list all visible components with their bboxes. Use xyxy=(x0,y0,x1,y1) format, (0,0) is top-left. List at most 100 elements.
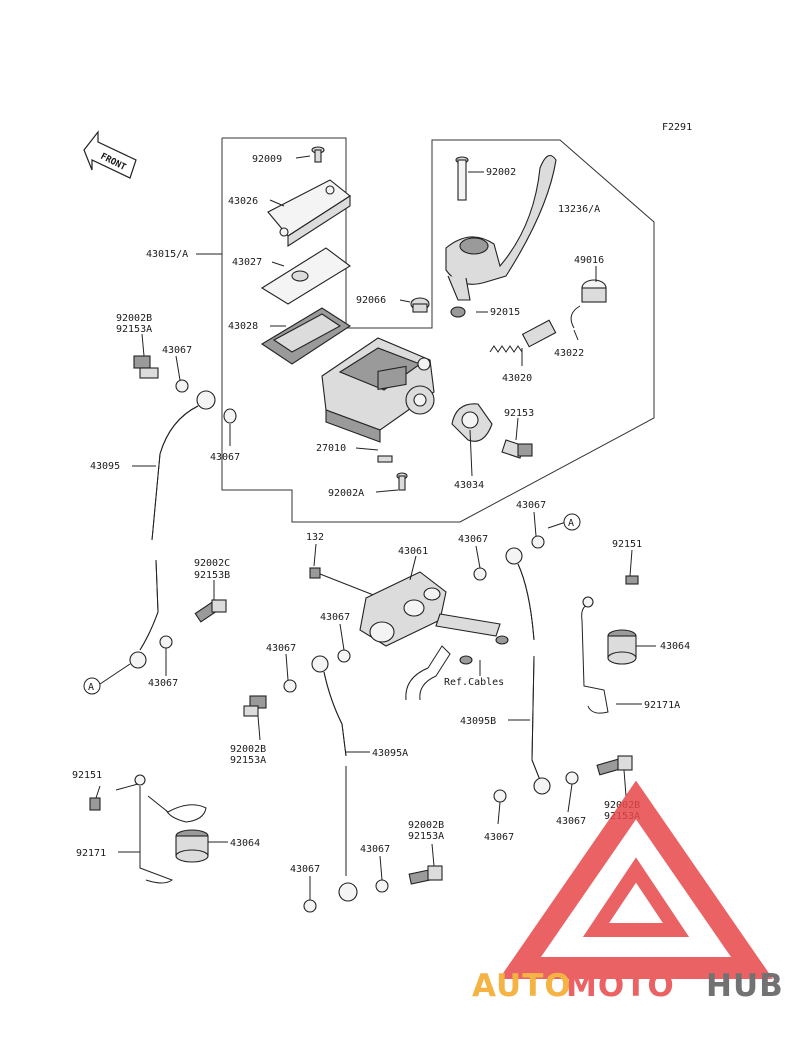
banjo-bolt-right xyxy=(596,755,633,776)
label-92066: 92066 xyxy=(356,295,386,306)
label-92151-right: 92151 xyxy=(612,539,642,550)
label-132: 132 xyxy=(306,532,324,543)
label-43067-4: 43067 xyxy=(320,612,350,623)
label-43015a: 43015/A xyxy=(146,249,188,260)
label-43067-7: 43067 xyxy=(484,832,514,843)
washer-left-2 xyxy=(223,408,237,424)
label-13236a: 13236/A xyxy=(558,204,600,215)
brake-hose-43095 xyxy=(129,390,216,669)
washer-right-2 xyxy=(565,771,579,785)
label-92002b-2: 92002B xyxy=(230,744,266,755)
figure-code: F2291 xyxy=(662,122,692,133)
reservoir-diaphragm xyxy=(260,307,352,365)
label-92153a-3: 92153A xyxy=(408,831,444,842)
label-92015: 92015 xyxy=(490,307,520,318)
clamp-43034 xyxy=(451,403,493,442)
label-43061: 43061 xyxy=(398,546,428,557)
hose-joint-43061 xyxy=(359,571,509,665)
banjo-bolt-left-top xyxy=(133,355,159,379)
label-92153a-1: 92153A xyxy=(116,324,152,335)
automotohub-watermark: AUTO MOTO HUB xyxy=(472,780,784,1004)
washer-right-1 xyxy=(493,789,507,803)
dust-boot-49016 xyxy=(581,279,607,303)
reservoir-cap xyxy=(267,179,351,248)
label-43067-3: 43067 xyxy=(148,678,178,689)
hose-clamp-92171a xyxy=(581,596,609,714)
label-43067-5: 43067 xyxy=(266,643,296,654)
banjo-bolt-92002c xyxy=(194,599,227,623)
brake-hose-43095b xyxy=(505,547,551,795)
label-43026: 43026 xyxy=(228,196,258,207)
washer-center-4 xyxy=(283,679,297,693)
label-43067-right-2: 43067 xyxy=(556,816,586,827)
label-92002b-1: 92002B xyxy=(116,313,152,324)
label-92002b-3: 92002B xyxy=(408,820,444,831)
label-92009: 92009 xyxy=(252,154,282,165)
watermark-moto: MOTO xyxy=(566,968,675,1004)
label-43067-8: 43067 xyxy=(360,844,390,855)
washer-left-3 xyxy=(159,635,173,649)
label-43067-1: 43067 xyxy=(162,345,192,356)
bolt-92151-right xyxy=(625,575,639,585)
ref-circle-a-left: A xyxy=(83,663,131,695)
label-43034: 43034 xyxy=(454,480,484,491)
watermark-inner-triangle-icon xyxy=(582,857,690,937)
label-43067-2: 43067 xyxy=(210,452,240,463)
label-27010: 27010 xyxy=(316,443,346,454)
label-92153b: 92153B xyxy=(194,570,230,581)
label-92151-left: 92151 xyxy=(72,770,102,781)
label-43027: 43027 xyxy=(232,257,262,268)
watermark-triangle-icon xyxy=(499,780,773,979)
brake-switch-27010 xyxy=(377,365,407,463)
label-43064-right: 43064 xyxy=(660,641,690,652)
grommet-43064-right xyxy=(607,629,637,665)
grommet-92066 xyxy=(410,297,430,313)
label-43064-left: 43064 xyxy=(230,838,260,849)
banjo-bolt-center-bottom xyxy=(243,695,267,717)
hose-clamp-92171 xyxy=(134,774,207,884)
front-arrow-icon: FRONT xyxy=(83,130,137,179)
cable-ref-line xyxy=(405,645,451,701)
piston-kit-43020 xyxy=(489,319,557,353)
circlip-43022 xyxy=(570,305,581,329)
label-43022: 43022 xyxy=(554,348,584,359)
label-43095: 43095 xyxy=(90,461,120,472)
bolt-92151-left xyxy=(89,797,101,811)
ref-cables-note: Ref.Cables xyxy=(444,677,504,688)
leader-lines xyxy=(95,155,656,900)
label-92153a-2: 92153A xyxy=(230,755,266,766)
label-92002a: 92002A xyxy=(328,488,364,499)
watermark-auto: AUTO xyxy=(472,968,572,1004)
lever-pivot-92002 xyxy=(455,156,469,201)
label-43067-6: 43067 xyxy=(458,534,488,545)
svg-text:A: A xyxy=(88,682,94,693)
switch-screw-92002a xyxy=(396,472,408,491)
label-43095a: 43095A xyxy=(372,748,408,759)
brake-lever xyxy=(445,154,557,301)
ref-circle-a-top: A xyxy=(547,513,581,531)
label-43028: 43028 xyxy=(228,321,258,332)
label-92002-top: 92002 xyxy=(486,167,516,178)
pivot-nut-92015 xyxy=(450,306,466,318)
grommet-43064-left xyxy=(175,829,209,863)
washer-bottom-2 xyxy=(375,879,389,893)
watermark-hub: HUB xyxy=(706,968,784,1004)
master-cylinder-body xyxy=(321,337,435,443)
svg-text:A: A xyxy=(568,518,574,529)
label-43067-top: 43067 xyxy=(516,500,546,511)
label-92153-mid: 92153 xyxy=(504,408,534,419)
label-43020: 43020 xyxy=(502,373,532,384)
label-92171a: 92171A xyxy=(644,700,680,711)
label-43067-9: 43067 xyxy=(290,864,320,875)
washer-center-2 xyxy=(473,567,487,581)
washer-center-1 xyxy=(337,649,351,663)
brake-hose-43095a xyxy=(311,655,358,902)
reservoir-screw xyxy=(311,146,325,163)
washer-bottom-1 xyxy=(303,899,317,913)
label-92171: 92171 xyxy=(76,848,106,859)
bolt-132 xyxy=(309,567,377,597)
label-49016: 49016 xyxy=(574,255,604,266)
label-92002c: 92002C xyxy=(194,558,230,569)
